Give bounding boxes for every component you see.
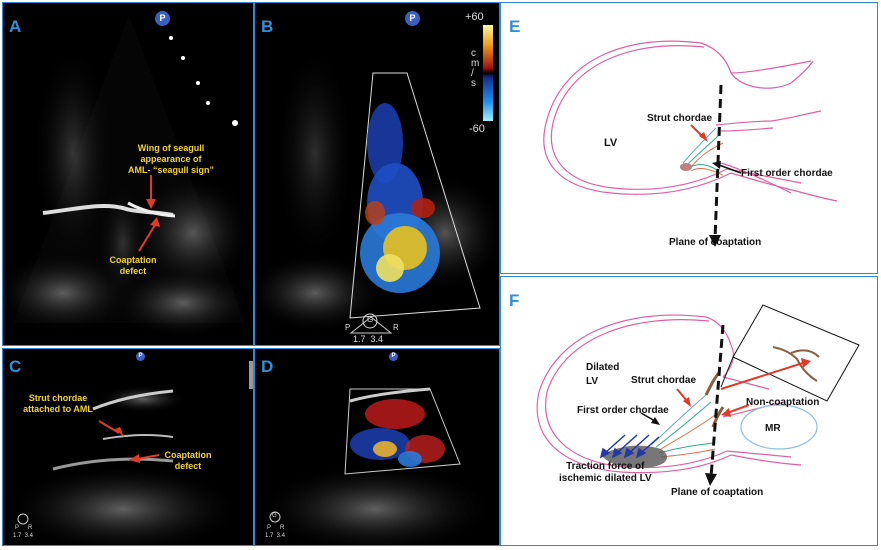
zoom-inset (720, 304, 860, 402)
panel-e-label: E (509, 17, 521, 36)
panel-f: F Dilated LV Strut chordae First order c… (500, 276, 878, 546)
panel-b-label: B (261, 17, 274, 36)
depth-values: 1.7 3.4 (13, 533, 34, 539)
panel-a-echo-image (3, 15, 253, 338)
panel-a-label: A (9, 17, 22, 36)
probe-icon: P (389, 352, 398, 361)
panel-c: C P Strut chordae attached to AML Coapta… (2, 348, 254, 546)
velocity-scale-bar (483, 25, 493, 121)
panel-b: B P +60 c m / s -60 G P R 1.7 3.4 (254, 2, 500, 346)
depth-right: R (28, 525, 33, 531)
traction-force-label: Traction force of ischemic dilated LV (559, 461, 652, 484)
strut-chordae-label: Strut chordae (647, 113, 713, 124)
strut-arrow (676, 388, 691, 407)
depth-values: 1.7 3.4 (265, 533, 286, 539)
mr-jet-outline (740, 404, 818, 450)
panel-a: A P Wing of seagull appearance of AML- “… (2, 2, 254, 346)
traction-arrows (599, 434, 660, 459)
non-coaptation-arrow-2 (721, 404, 750, 417)
plane-of-coaptation-line (705, 324, 725, 486)
panel-a-wing-arrow (146, 175, 156, 209)
panel-c-coaptation-caption: Coaptation defect (164, 450, 212, 471)
plane-of-coaptation-label: Plane of coaptation (669, 237, 762, 248)
scale-top: +60 (465, 11, 484, 23)
panel-b-color-flow (360, 103, 440, 293)
scale-unit: c m / s (471, 48, 480, 89)
dilated-lv-wall (536, 314, 802, 474)
panel-c-coaptation-arrow (129, 454, 160, 463)
panel-a-wing-caption: Wing of seagull appearance of AML- “seag… (127, 143, 214, 175)
probe-icon: P (155, 11, 170, 26)
panel-f-schematic (536, 304, 860, 486)
depth-values: 1.7 3.4 (353, 334, 384, 344)
panel-d-color-flow (350, 399, 445, 467)
first-order-arrow (712, 161, 742, 174)
panel-a-coaptation-caption: Coaptation defect (109, 255, 157, 276)
first-order-chordae-label: First order chordae (741, 168, 833, 179)
panel-d-doppler-image (255, 387, 495, 545)
first-order-arrow (640, 412, 660, 425)
probe-icon: P (136, 352, 145, 361)
panel-c-strut-arrow (98, 420, 124, 437)
panel-d: D P G P R 1.7 3.4 (254, 348, 500, 546)
panel-b-doppler-image (255, 25, 499, 334)
panel-c-strut-caption: Strut chordae attached to AML (23, 393, 93, 414)
panel-e: E LV Strut chordae First order chordae P… (500, 2, 878, 274)
panel-c-label: C (9, 357, 22, 376)
plane-of-coaptation-label: Plane of coaptation (671, 487, 764, 498)
panel-d-label: D (261, 357, 274, 376)
non-coaptation-label: Non-coaptation (746, 397, 820, 408)
depth-icon: G (272, 513, 277, 519)
mr-label: MR (765, 423, 781, 434)
depth-right: R (393, 323, 399, 332)
depth-left: P (267, 525, 272, 531)
depth-right: R (280, 525, 285, 531)
non-coaptation-arrow (720, 358, 811, 390)
panel-a-coaptation-arrow (138, 217, 160, 252)
scale-bottom: -60 (469, 123, 485, 135)
first-order-chordae-label: First order chordae (577, 405, 669, 416)
depth-left: P (345, 323, 351, 332)
panel-e-schematic (543, 40, 838, 247)
panel-f-label: F (509, 291, 520, 310)
lv-label: LV (604, 137, 618, 149)
probe-icon: P (405, 11, 420, 26)
panel-c-echo-image (3, 361, 253, 545)
depth-left: P (15, 525, 20, 531)
strut-arrow (690, 124, 708, 142)
strut-chordae-label: Strut chordae (631, 375, 697, 386)
lv-wall (543, 40, 838, 202)
dilated-lv-label: Dilated LV (586, 362, 620, 387)
depth-icon: G (367, 315, 374, 324)
